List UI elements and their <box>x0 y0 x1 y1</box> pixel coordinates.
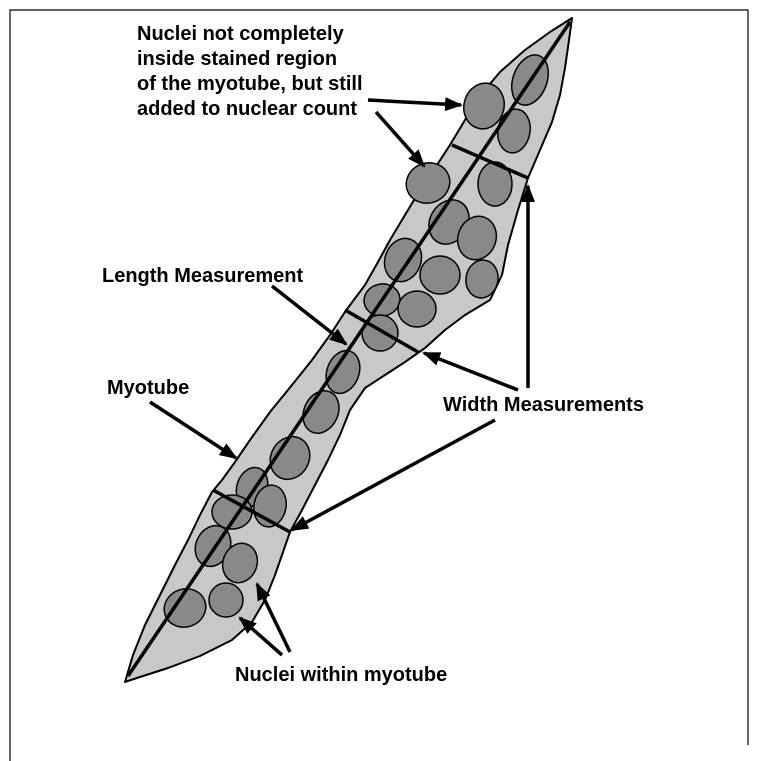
arrow-to-myotube <box>150 402 236 458</box>
length-measurement-line <box>128 22 570 676</box>
label-nuclei-within-myotube: Nuclei within myotube <box>235 664 447 686</box>
label-line: inside stained region <box>137 48 337 70</box>
label-myotube: Myotube <box>107 377 189 399</box>
label-line: added to nuclear count <box>137 98 357 120</box>
arrow-to-inner-nucleus-upper <box>257 584 290 652</box>
label-line: of the myotube, but still <box>137 73 363 95</box>
nucleus <box>398 291 436 327</box>
nucleus <box>209 583 243 617</box>
label-length-measurement: Length Measurement <box>102 265 303 287</box>
label-line: Nuclei not completely <box>137 23 345 45</box>
arrow-to-outside-nucleus-upper <box>368 100 461 105</box>
nucleus <box>420 256 460 294</box>
label-width-measurements: Width Measurements <box>443 394 644 416</box>
arrow-to-outside-nucleus-lower <box>376 112 424 166</box>
arrow-to-width-middle <box>424 353 518 390</box>
label-nuclei-not-completely-inside: Nuclei not completely inside stained reg… <box>137 23 368 120</box>
arrow-to-length-line <box>272 286 346 344</box>
